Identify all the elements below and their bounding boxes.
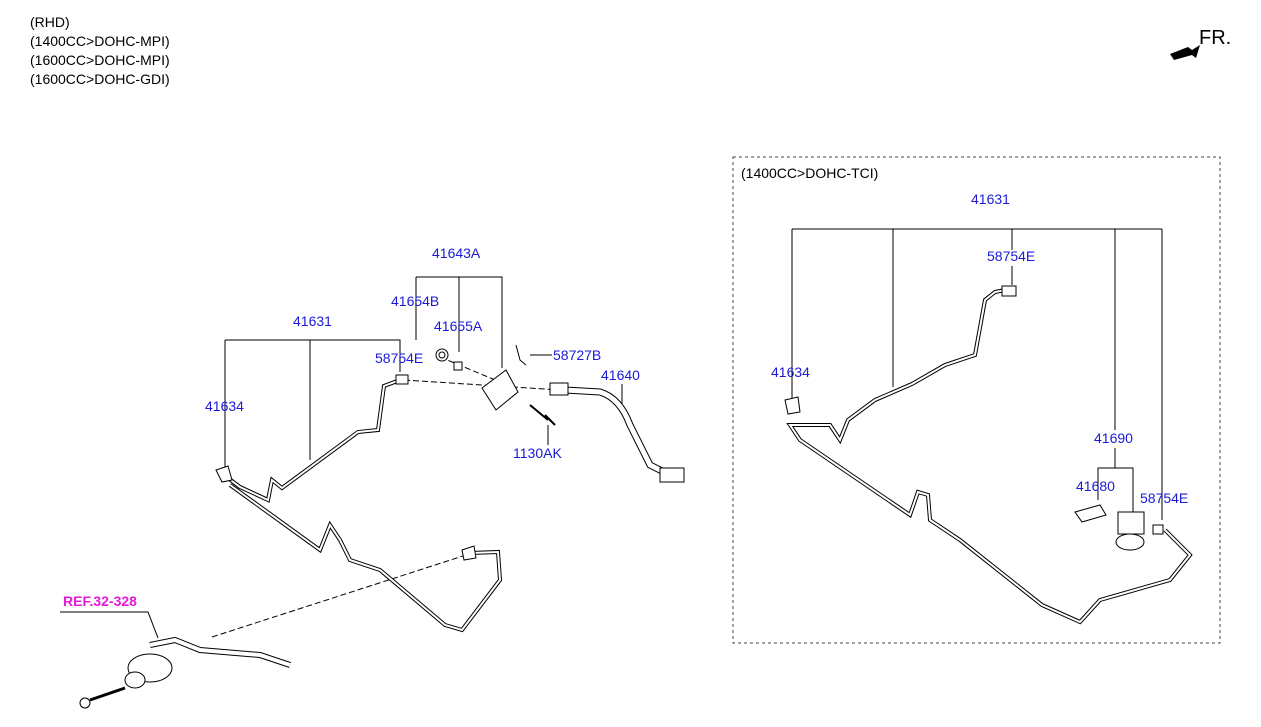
part-label-58727B[interactable]: 58727B	[553, 347, 602, 363]
grommet-41654B-inner	[438, 351, 446, 359]
header-line: (1400CC>DOHC-MPI)	[30, 33, 170, 49]
leader-41643A	[415, 276, 503, 368]
part-label-58754E[interactable]: 58754E	[375, 350, 424, 366]
reference-link-32-328[interactable]: REF.32-328	[63, 593, 137, 609]
inset-title: (1400CC>DOHC-TCI)	[741, 165, 879, 181]
inset-frame	[732, 156, 1221, 644]
inset-leader-41690	[1097, 448, 1134, 515]
part-label-41654B[interactable]: 41654B	[391, 293, 440, 309]
header-line: (1600CC>DOHC-GDI)	[30, 71, 170, 87]
clutch-tube	[226, 378, 401, 503]
pushrod	[89, 686, 126, 702]
inset-part-label-58754E-right[interactable]: 58754E	[1140, 490, 1189, 506]
part-label-41640[interactable]: 41640	[601, 367, 640, 383]
master-cylinder-cap	[124, 671, 146, 689]
bolt-1130AK	[529, 404, 556, 426]
part-label-41655A[interactable]: 41655A	[434, 318, 483, 334]
part-label-1130AK[interactable]: 1130AK	[513, 445, 562, 461]
part-label-41631[interactable]: 41631	[293, 313, 332, 329]
bracket-41643A	[481, 369, 519, 411]
inset-part-label-41631[interactable]: 41631	[971, 191, 1010, 207]
inset-valve-41680	[1074, 504, 1107, 523]
inset-concentric-cylinder	[1117, 511, 1145, 535]
center-line	[403, 379, 561, 391]
leader-ref	[60, 611, 159, 639]
fitting-lower	[461, 545, 477, 561]
header-line: (1600CC>DOHC-MPI)	[30, 52, 170, 68]
front-arrow-icon	[1170, 45, 1200, 60]
inset-fitting-58754E	[1001, 285, 1017, 297]
fitting-58754E	[395, 374, 409, 385]
inset-leader-41631	[791, 228, 1163, 520]
part-label-41643A[interactable]: 41643A	[432, 245, 481, 261]
pushrod-eye	[79, 697, 91, 709]
inset-tube-inner	[788, 289, 1192, 624]
clutch-tube-lower	[228, 483, 503, 633]
leader-41631	[224, 339, 401, 470]
inset-tube	[786, 288, 1193, 625]
clip-58727B	[515, 344, 527, 366]
header-line: (RHD)	[30, 14, 70, 30]
center-line	[211, 554, 467, 638]
hose-end	[659, 467, 685, 483]
grommet-41654B	[435, 348, 449, 362]
inset-cylinder-base	[1115, 533, 1145, 551]
clutch-hose-inner	[564, 387, 672, 478]
part-label-41634[interactable]: 41634	[205, 398, 244, 414]
inset-clip-41634	[784, 396, 801, 415]
center-line	[439, 356, 501, 383]
master-cylinder-tube-inner	[149, 637, 291, 667]
inset-part-label-41634[interactable]: 41634	[771, 364, 810, 380]
hose-fitting	[549, 382, 569, 396]
applicability-header: (RHD) (1400CC>DOHC-MPI) (1600CC>DOHC-MPI…	[30, 13, 170, 89]
bushing-41655A	[453, 361, 463, 371]
clutch-tube-inner	[227, 379, 401, 502]
front-direction-label: FR.	[1199, 27, 1232, 49]
inset-part-label-41680[interactable]: 41680	[1076, 478, 1115, 494]
inset-part-label-58754E[interactable]: 58754E	[987, 248, 1036, 264]
inset-part-label-41690[interactable]: 41690	[1094, 430, 1133, 446]
inset-fitting-right	[1152, 524, 1164, 535]
clip-41634	[215, 465, 233, 483]
clutch-tube-lower-inner	[229, 484, 502, 632]
